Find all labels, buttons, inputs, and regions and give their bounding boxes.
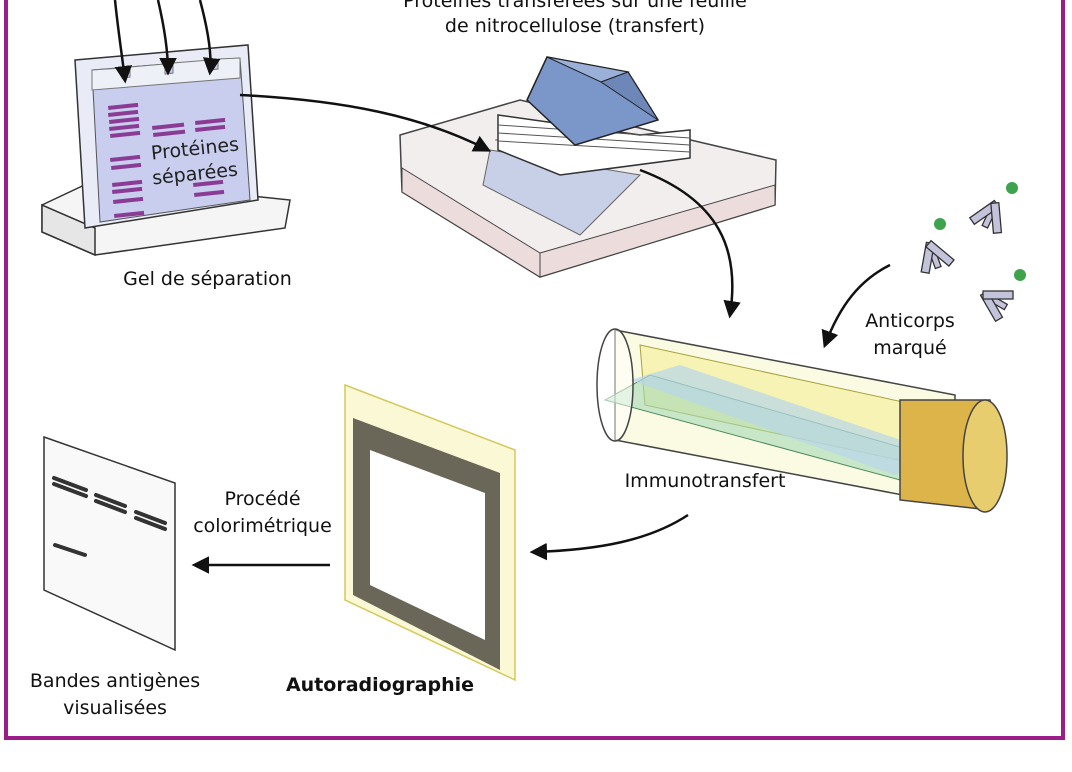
diagram-frame	[4, 0, 1065, 740]
process-arrows	[113, 0, 891, 574]
transfer-title-line2: de nitrocellulose (transfert)	[444, 15, 706, 37]
immunoblot-label: Immunotransfert	[624, 470, 786, 492]
developed-membrane	[43, 435, 176, 652]
gel-label: Gel de séparation	[123, 268, 292, 290]
bands-label-line1: Bandes antigènes	[29, 670, 201, 692]
autoradiography-film	[344, 383, 516, 682]
antibody-label-line2: marqué	[873, 337, 947, 359]
autoradiography-label: Autoradiographie	[285, 674, 475, 696]
labeled-antibodies	[920, 199, 1014, 323]
antibody-label-line1: Anticorps	[865, 310, 955, 332]
incubation-tube	[596, 328, 1008, 513]
transfer-tank	[399, 99, 777, 278]
weight-block	[526, 56, 660, 146]
protein-bands-gel	[107, 102, 226, 218]
transfer-title-line1: Protéines transférées sur une feuille	[403, 0, 747, 12]
label-stars	[934, 182, 1026, 281]
bands-label-line2: visualisées	[63, 697, 167, 719]
colorimetric-label-line2: colorimétrique	[193, 515, 332, 537]
colorimetric-label-line1: Procédé	[224, 488, 301, 510]
